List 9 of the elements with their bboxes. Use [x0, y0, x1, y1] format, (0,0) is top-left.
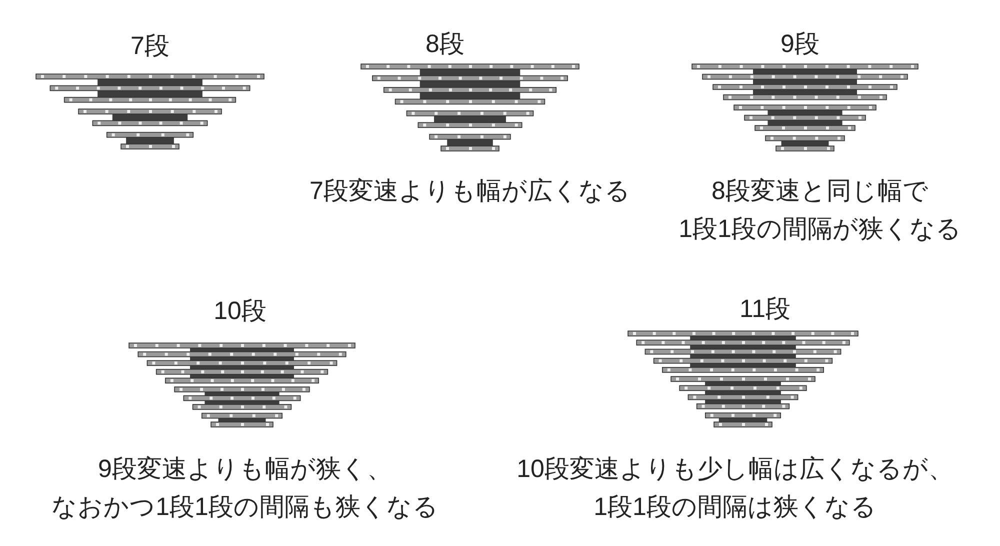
caption-text: 9段変速よりも幅が狭く、なおかつ1段1段の間隔も狭くなる	[52, 454, 438, 523]
speed-title: 8段	[426, 29, 464, 60]
caption-text: 10段変速よりも少し幅は広くなるが、1段1段の間隔は狭くなる	[516, 454, 954, 523]
speed-title: 7段	[130, 31, 170, 62]
speed-title: 9段	[780, 29, 820, 60]
speed-title: 10段	[214, 296, 266, 327]
caption-text: 7段変速よりも幅が広くなる	[310, 176, 630, 207]
caption-text: 8段変速と同じ幅で1段1段の間隔が狭くなる	[678, 176, 962, 245]
speed-title: 11段	[740, 294, 790, 325]
